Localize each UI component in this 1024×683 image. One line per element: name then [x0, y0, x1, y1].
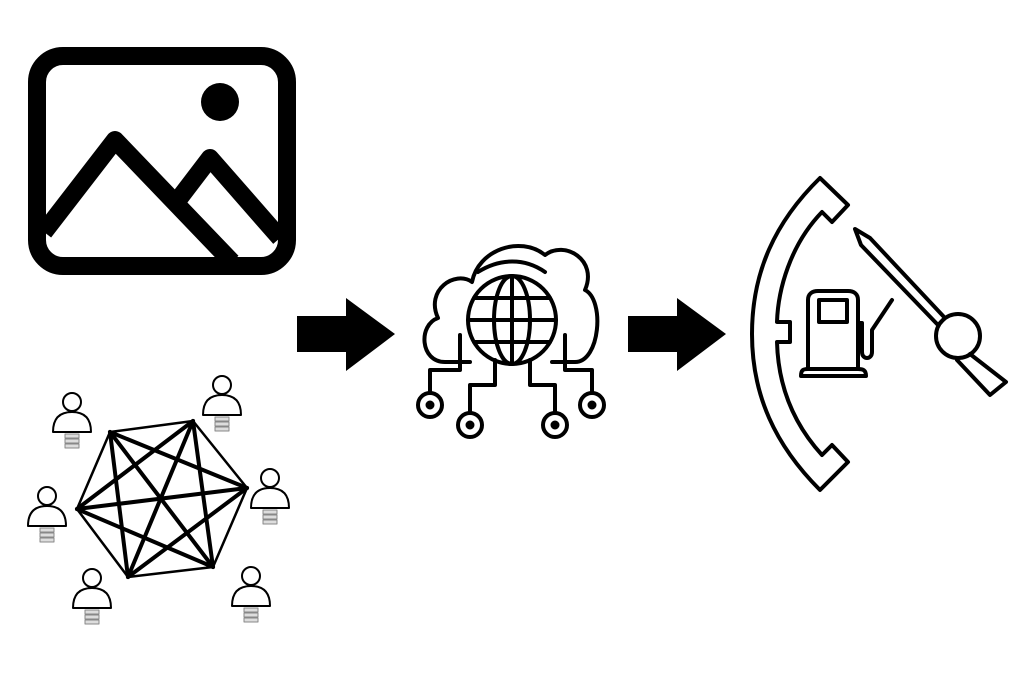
user-body — [27, 505, 67, 527]
network-link — [75, 507, 215, 569]
server-icon — [262, 509, 278, 515]
network-link — [75, 430, 112, 511]
server-icon — [64, 433, 80, 439]
network-link — [75, 486, 249, 511]
fuel-gauge-icon — [750, 176, 1008, 492]
user-head — [62, 392, 82, 412]
user-node-icon — [231, 566, 271, 623]
cloud-globe-network-icon — [416, 244, 606, 439]
network-link — [126, 486, 249, 579]
server-icon — [243, 617, 259, 623]
network-link — [75, 507, 130, 579]
server-icon — [262, 519, 278, 525]
network-link — [191, 419, 249, 490]
user-head — [82, 568, 102, 588]
user-node-icon — [202, 375, 242, 432]
server-icon — [64, 438, 80, 444]
server-icon — [39, 537, 55, 543]
arrow-right-icon — [628, 298, 726, 371]
server-icon — [214, 416, 230, 422]
server-icon — [84, 614, 100, 620]
network-link — [108, 419, 195, 434]
network-link — [211, 486, 249, 569]
fuel-pump-icon — [799, 289, 894, 378]
user-head — [37, 486, 57, 506]
user-body — [72, 587, 112, 609]
user-head — [212, 375, 232, 395]
user-body — [52, 411, 92, 433]
user-body — [202, 394, 242, 416]
arrow-right-icon — [297, 298, 395, 371]
server-icon — [214, 421, 230, 427]
server-icon — [39, 527, 55, 533]
server-icon — [243, 607, 259, 613]
user-node-icon — [72, 568, 112, 625]
user-node-icon — [27, 486, 67, 543]
server-icon — [39, 532, 55, 538]
user-head — [241, 566, 261, 586]
user-head — [260, 468, 280, 488]
image-icon — [28, 47, 296, 275]
peer-network-icon — [27, 375, 290, 625]
server-icon — [84, 619, 100, 625]
server-icon — [262, 514, 278, 520]
server-icon — [64, 443, 80, 449]
user-node-icon — [250, 468, 290, 525]
network-link — [126, 565, 215, 579]
user-body — [231, 585, 271, 607]
server-icon — [214, 426, 230, 432]
user-node-icon — [52, 392, 92, 449]
server-icon — [243, 612, 259, 618]
network-link — [75, 419, 195, 511]
server-icon — [84, 609, 100, 615]
user-body — [250, 487, 290, 509]
